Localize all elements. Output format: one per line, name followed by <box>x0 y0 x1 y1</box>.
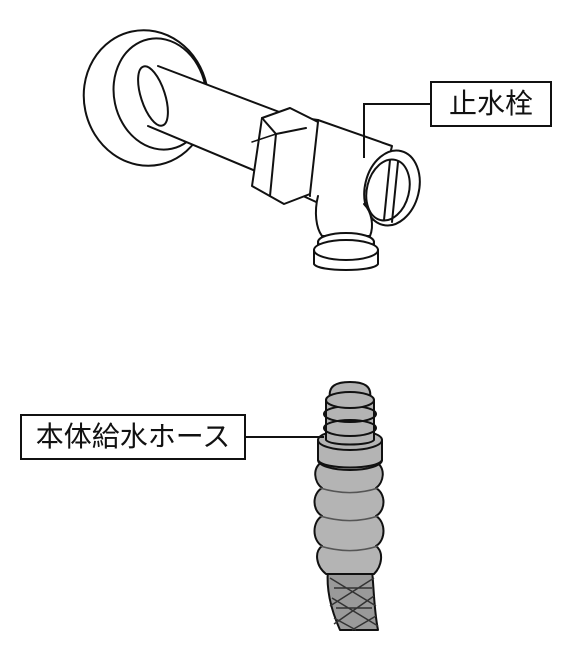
valve-outlet <box>313 195 379 271</box>
valve-handle-cap <box>363 149 421 227</box>
hose-sleeve <box>313 461 385 575</box>
braided-hose <box>326 569 379 631</box>
stop-valve-illustration <box>82 29 421 271</box>
stop-valve-label: 止水栓 <box>430 81 552 127</box>
stop-valve-leader-line <box>363 103 430 158</box>
hose-connector-tip <box>323 381 377 446</box>
supply-hose-label: 本体給水ホース <box>20 414 246 460</box>
supply-hose-illustration <box>313 381 385 631</box>
hex-nut <box>251 107 319 205</box>
supply-pipe <box>137 65 283 174</box>
